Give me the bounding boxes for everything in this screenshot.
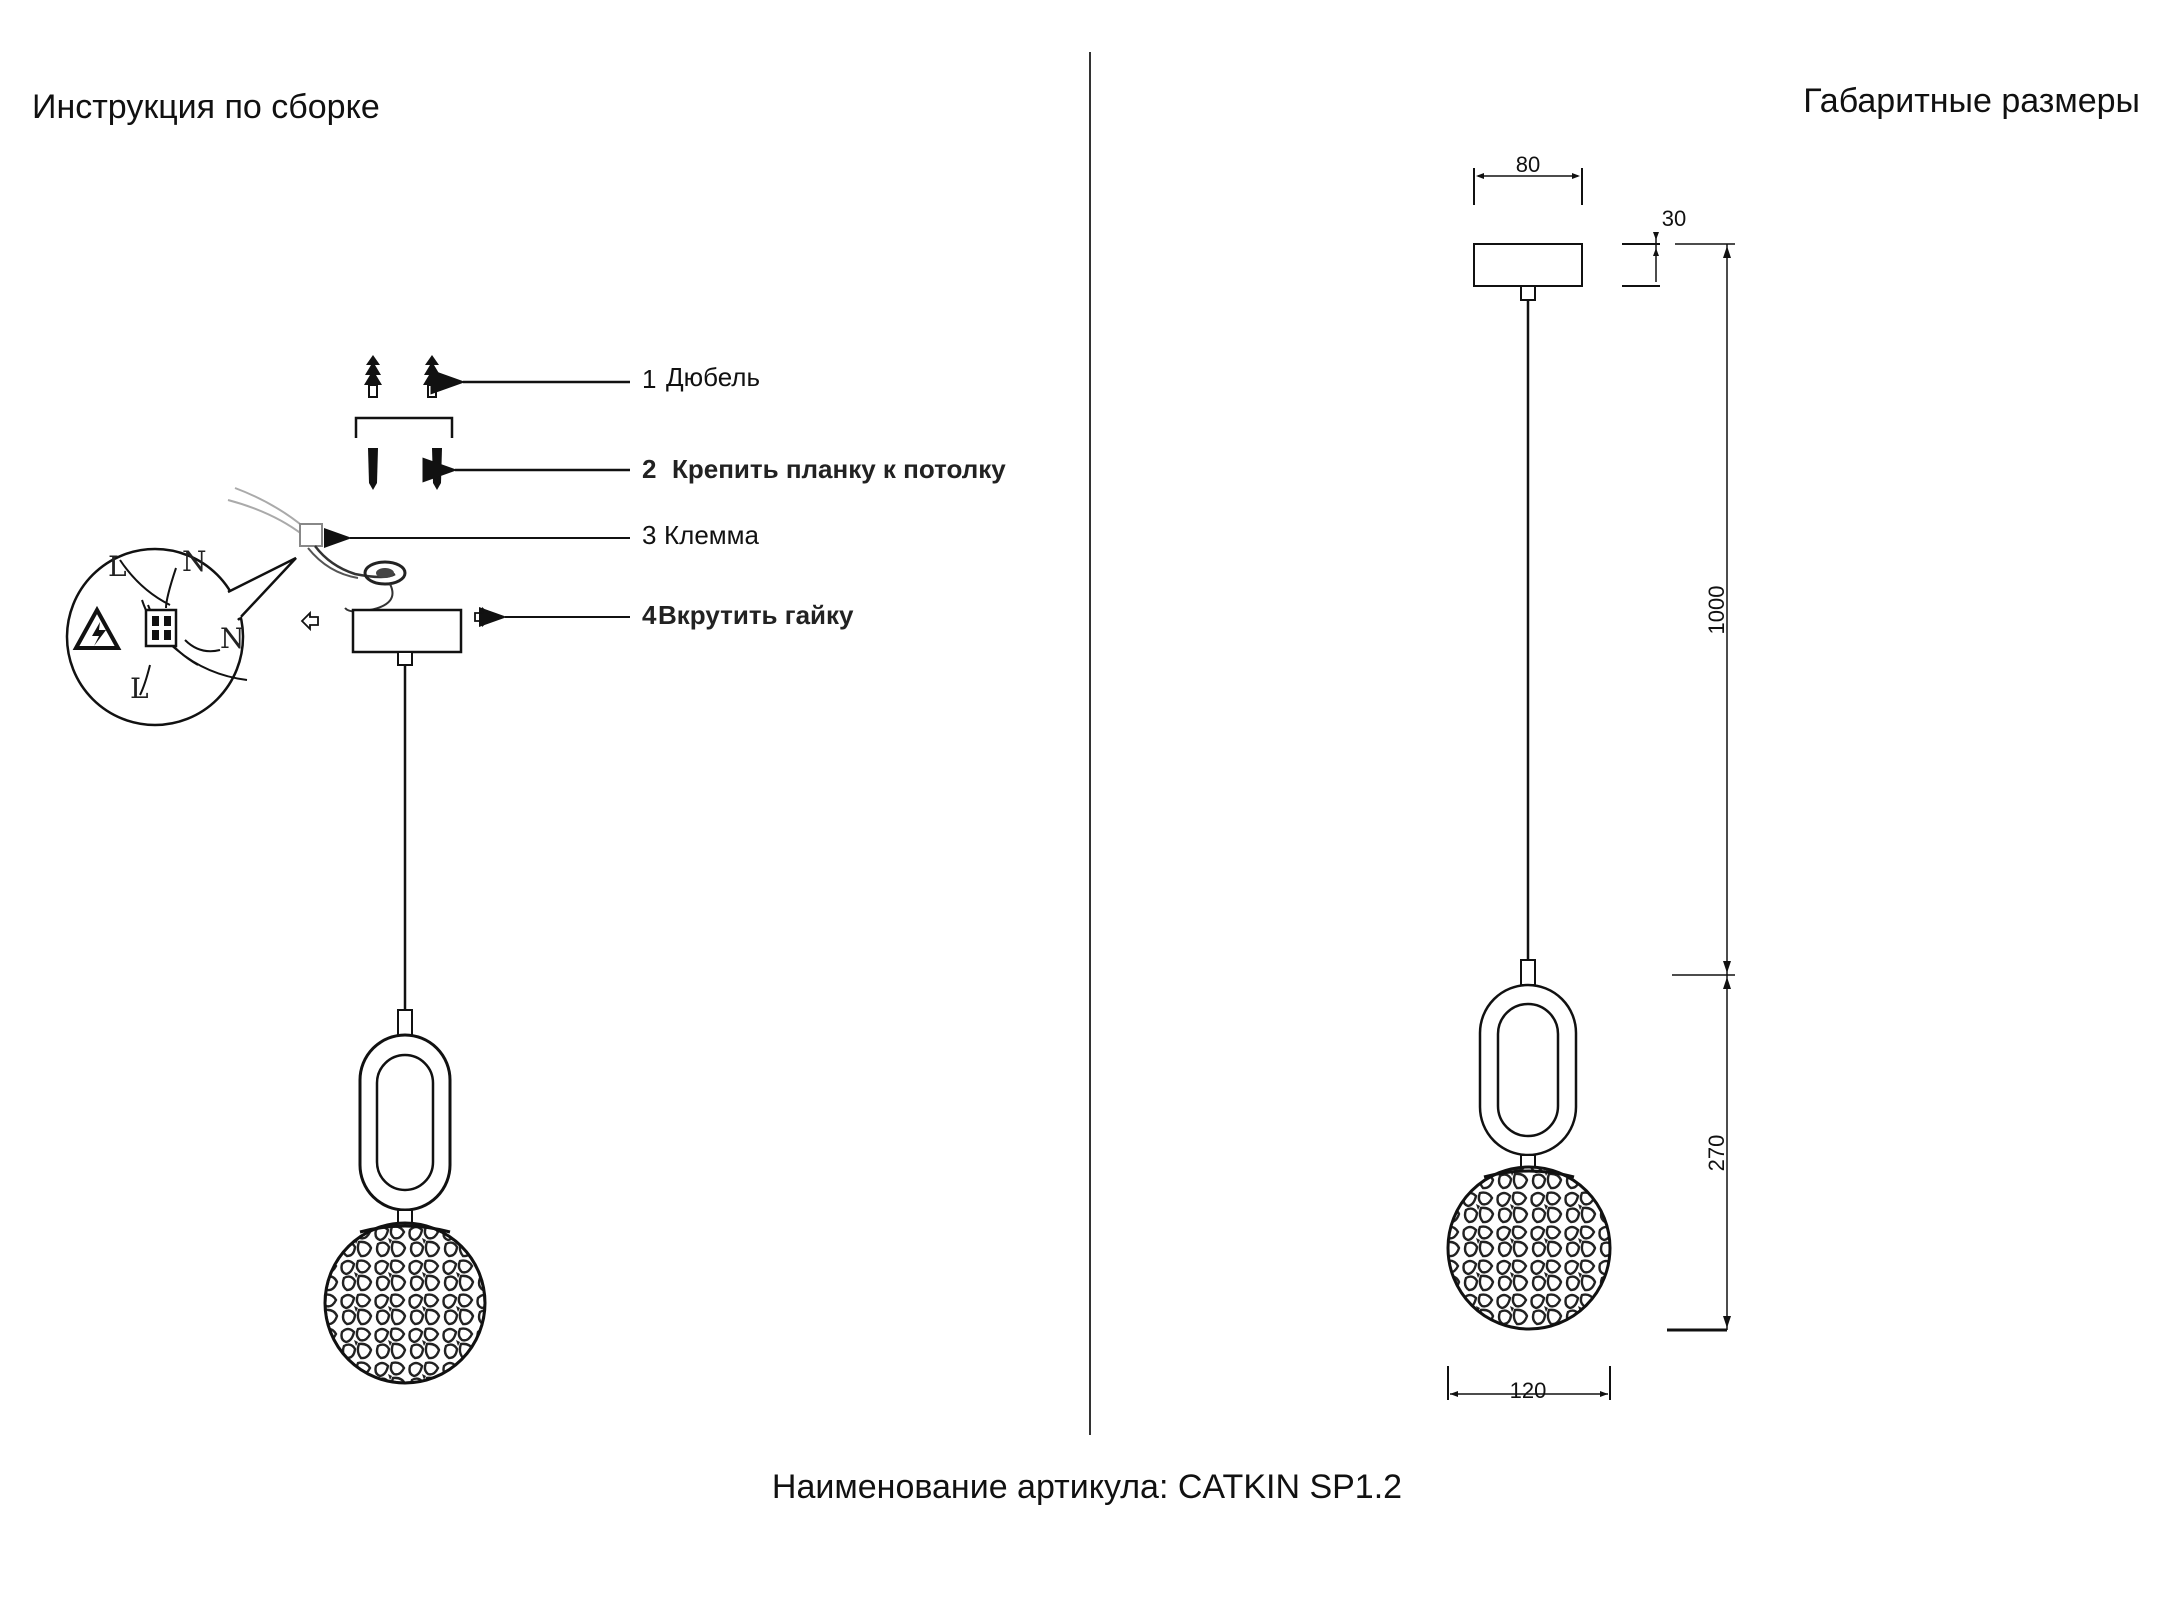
step-1-number: 1 xyxy=(642,364,656,394)
article-name: Наименование артикула: CATKIN SP1.2 xyxy=(771,1468,1403,1506)
oval-ring-inner xyxy=(375,1053,435,1192)
canopy xyxy=(351,608,463,654)
step-4-label: Вкрутить гайку xyxy=(658,600,854,630)
step-2-label: Крепить планку к потолку xyxy=(672,454,1006,484)
neutral-label-top: N xyxy=(182,545,207,578)
cable-holder xyxy=(397,1009,413,1036)
dim-canopy xyxy=(1473,243,1583,287)
step-1-label: Дюбель xyxy=(666,362,760,392)
direction-arrows xyxy=(300,606,493,632)
step-1: 1 Дюбель xyxy=(642,362,760,394)
neutral-label-bottom: N xyxy=(220,622,245,655)
step-3-number: 3 xyxy=(642,520,656,550)
canopy-nut xyxy=(397,651,413,666)
screws xyxy=(368,448,442,490)
wiring-detail: L N N L xyxy=(65,545,297,727)
dimensions-heading: Габаритные размеры xyxy=(1803,82,2140,120)
dimension-shade-diameter: 120 xyxy=(1447,1366,1611,1403)
dim-30-label: 30 xyxy=(1662,206,1686,231)
step-2-number: 2 xyxy=(642,454,656,484)
dim-120-label: 120 xyxy=(1510,1378,1547,1403)
step-2: 2 Крепить планку к потолку xyxy=(642,454,1006,484)
dim-270-label: 270 xyxy=(1704,1135,1729,1172)
step-3-label: Клемма xyxy=(664,520,760,550)
step-3: 3 Клемма xyxy=(642,520,760,550)
dim-oval-ring-inner xyxy=(1496,1002,1560,1138)
dim-80-label: 80 xyxy=(1516,152,1540,177)
step-4: 4 Вкрутить гайку xyxy=(642,600,854,630)
dimension-canopy-height: 30 xyxy=(1622,206,1686,287)
dim-cable-holder xyxy=(1520,959,1536,986)
dim-glass-shade xyxy=(1446,1165,1612,1331)
dimension-vertical: 1000 270 xyxy=(1667,243,1735,1332)
lightning-warning-icon xyxy=(72,605,122,650)
dowels xyxy=(364,355,441,398)
dim-1000-label: 1000 xyxy=(1704,586,1729,635)
bracket xyxy=(354,416,454,438)
live-label-bottom: L xyxy=(130,672,149,705)
dimension-canopy-width: 80 xyxy=(1473,152,1583,205)
glass-shade xyxy=(323,1221,487,1385)
step-4-number: 4 xyxy=(642,600,657,630)
assembly-heading: Инструкция по сборке xyxy=(32,88,380,126)
dim-canopy-nut xyxy=(1520,285,1536,301)
live-label-top: L xyxy=(108,550,127,583)
